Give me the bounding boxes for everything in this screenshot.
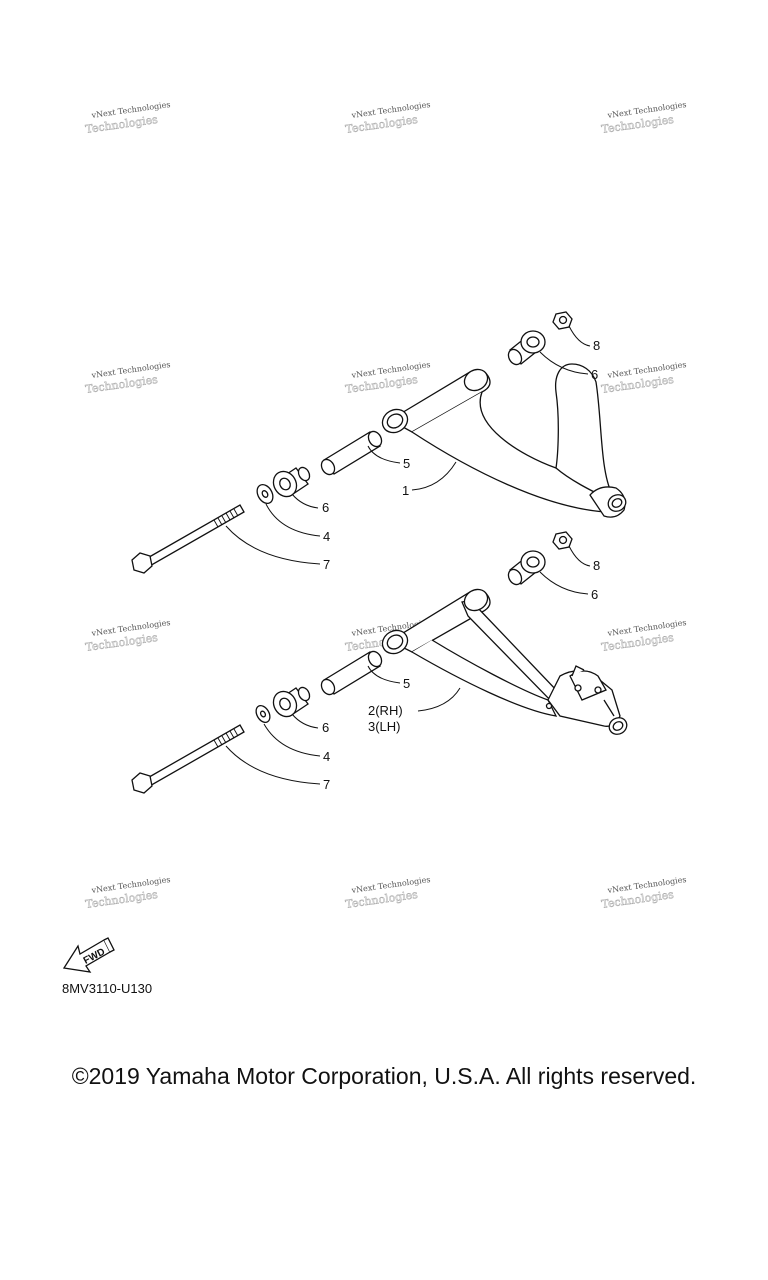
leader-line	[225, 745, 321, 785]
callout-3-lh: 3(LH)	[368, 719, 401, 734]
leader-line	[568, 325, 591, 347]
leader-line	[367, 445, 401, 464]
callout-5: 5	[403, 456, 410, 471]
leader-line	[539, 571, 589, 595]
callout-6: 6	[322, 720, 329, 735]
watermark: vNext Technologies Technologies	[84, 618, 171, 654]
lower-arm-assembly: 8 6 5 2(RH) 3(LH) 6 4 7	[131, 531, 628, 794]
upper-front-bushing-part	[272, 466, 311, 498]
callout-1: 1	[402, 483, 409, 498]
watermark: vNext Technologies Technologies	[600, 360, 687, 396]
lower-collar-part	[320, 650, 383, 696]
watermark: vNext Technologies Technologies	[344, 100, 431, 136]
leader-line	[411, 461, 457, 491]
callout-8: 8	[593, 338, 600, 353]
leader-line	[291, 493, 319, 509]
watermark: vNext Technologies Technologies	[84, 360, 171, 396]
callout-4: 4	[323, 529, 330, 544]
callout-6: 6	[322, 500, 329, 515]
lower-bolt-part	[131, 724, 245, 794]
callout-5: 5	[403, 676, 410, 691]
callout-8: 8	[593, 558, 600, 573]
upper-nut-part	[552, 311, 573, 330]
callout-2-rh: 2(RH)	[368, 703, 403, 718]
watermark: vNext Technologies Technologies	[600, 100, 687, 136]
watermark: vNext Technologies Technologies	[600, 875, 687, 911]
upper-arm-assembly: 8 6 5 1 6 4 7	[131, 311, 627, 574]
upper-rear-bushing-part	[507, 330, 546, 366]
watermark: vNext Technologies Technologies	[600, 618, 687, 654]
callout-4: 4	[323, 749, 330, 764]
watermark: vNext Technologies Technologies	[84, 100, 171, 136]
leader-line	[539, 351, 589, 375]
watermark: vNext Technologies Technologies	[344, 875, 431, 911]
callout-7: 7	[323, 557, 330, 572]
callout-6: 6	[591, 367, 598, 382]
leader-line	[263, 723, 321, 757]
leader-line	[568, 545, 591, 567]
leader-line	[265, 503, 321, 537]
fwd-arrow-icon: FWD	[62, 937, 115, 973]
lower-arm-part	[381, 588, 628, 735]
lower-front-bushing-part	[272, 686, 311, 718]
leader-line	[291, 713, 319, 729]
lower-washer-part	[255, 704, 271, 724]
callout-6: 6	[591, 587, 598, 602]
leader-line	[417, 687, 461, 712]
diagram-code: 8MV3110-U130	[62, 981, 153, 996]
callout-7: 7	[323, 777, 330, 792]
leader-line	[225, 525, 321, 565]
watermark: vNext Technologies Technologies	[344, 360, 431, 396]
upper-washer-part	[256, 484, 274, 504]
lower-rear-bushing-part	[507, 550, 546, 586]
copyright-notice: ©2019 Yamaha Motor Corporation, U.S.A. A…	[71, 1063, 697, 1089]
upper-collar-part	[320, 430, 383, 476]
fwd-label: FWD	[82, 946, 107, 966]
upper-arm-part	[381, 363, 627, 518]
leader-line	[367, 665, 401, 684]
watermark: vNext Technologies Technologies	[84, 875, 171, 911]
upper-bolt-part	[131, 504, 245, 574]
